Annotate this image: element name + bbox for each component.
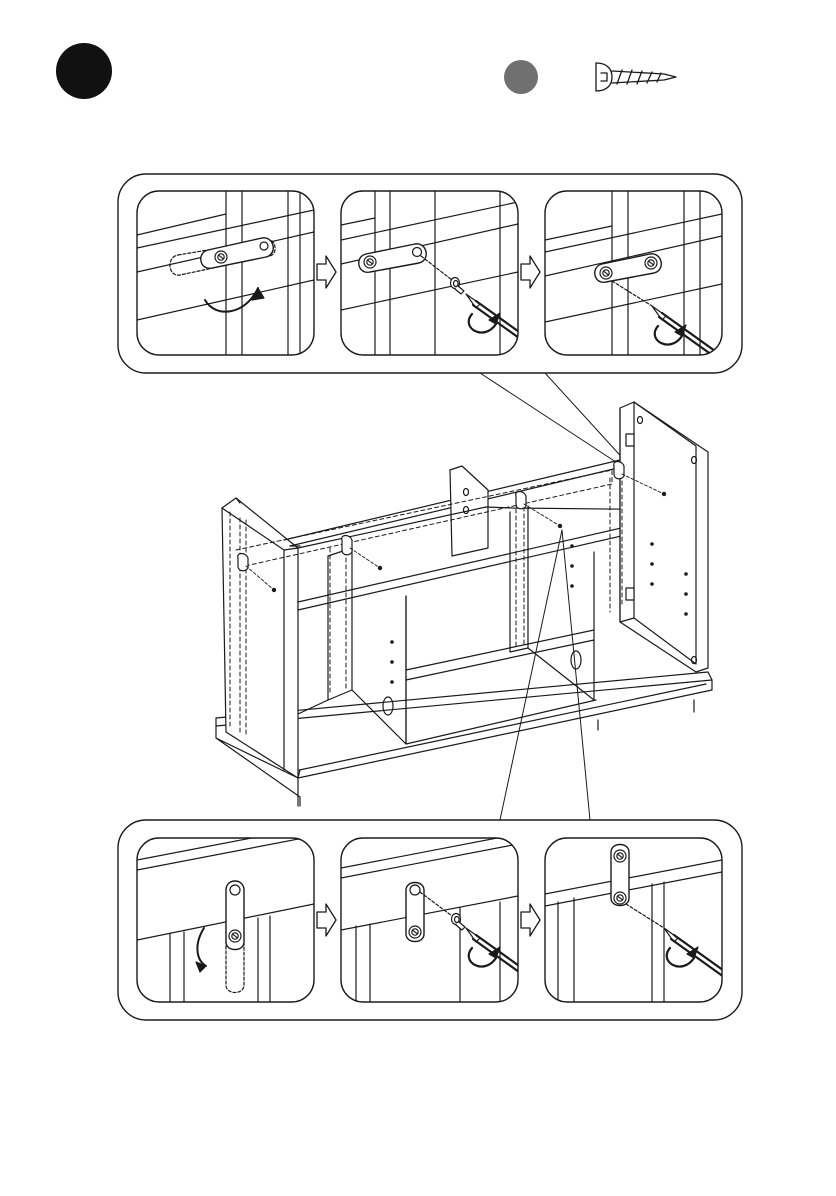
top-panel-2 [341,191,536,355]
bottom-panel-1 [137,826,314,1002]
cabinet-assembly-icon [216,402,712,806]
step-arrow-bottom-1 [317,904,336,936]
top-panel-3 [545,191,722,360]
step-number-circle [56,43,112,99]
bottom-panel-3 [545,838,734,1002]
top-panel-1 [137,191,314,355]
step-arrow-top-1 [317,256,336,288]
part-reference-circle [504,60,538,94]
bottom-panel-2 [341,834,536,1002]
header [56,43,676,99]
top-leader-line [480,373,628,466]
bottom-leader-line [500,530,590,820]
step-arrow-top-2 [521,256,540,288]
step-arrow-bottom-2 [521,904,540,936]
screw-icon [596,63,676,91]
